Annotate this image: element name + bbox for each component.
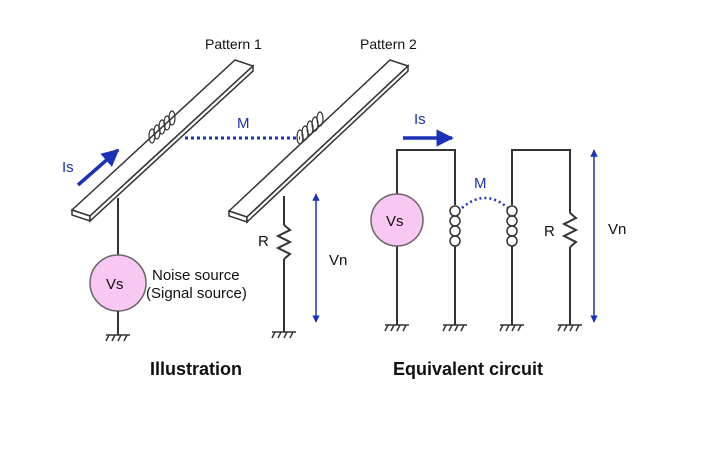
- pattern-2-trace: [227, 59, 410, 224]
- ground-icon: [105, 334, 130, 342]
- r-label-illustration: R: [258, 233, 269, 250]
- secondary-inductor-icon: [506, 205, 518, 247]
- noise-source-label: Noise source: [152, 267, 240, 284]
- current-arrow-illustration: [76, 148, 120, 187]
- resistor-illustration-icon: [275, 224, 293, 260]
- vs-label-illustration: Vs: [106, 276, 124, 293]
- pattern-1-trace: [70, 59, 255, 223]
- voltage-source-circuit: [370, 193, 424, 247]
- ground-icon: [442, 324, 467, 332]
- ground-icon: [271, 331, 296, 339]
- coil-pattern-1-icon: [148, 110, 176, 144]
- vn-label-illustration: Vn: [329, 252, 347, 269]
- caption-illustration: Illustration: [150, 359, 242, 379]
- mutual-label-circuit: M: [474, 175, 487, 192]
- caption-equivalent-circuit: Equivalent circuit: [393, 359, 543, 379]
- ground-icon: [557, 324, 582, 332]
- signal-source-label: (Signal source): [146, 285, 247, 302]
- wire-loop-left-top: [396, 149, 456, 205]
- r-label-circuit: R: [544, 223, 555, 240]
- ground-icon: [384, 324, 409, 332]
- is-label-illustration: Is: [62, 159, 74, 176]
- pattern-2-label: Pattern 2: [360, 36, 417, 52]
- vs-label-circuit: Vs: [386, 213, 404, 230]
- mutual-coupling-arc: [461, 196, 509, 209]
- is-label-circuit: Is: [414, 111, 426, 128]
- wire-loop-right-top: [511, 149, 571, 213]
- ground-icon: [499, 324, 524, 332]
- primary-inductor-icon: [449, 205, 461, 247]
- pattern-1-label: Pattern 1: [205, 36, 262, 52]
- mutual-label-illustration: M: [237, 115, 250, 132]
- coil-pattern-2-icon: [296, 111, 324, 145]
- vn-label-circuit: Vn: [608, 221, 626, 238]
- resistor-circuit-icon: [561, 212, 579, 248]
